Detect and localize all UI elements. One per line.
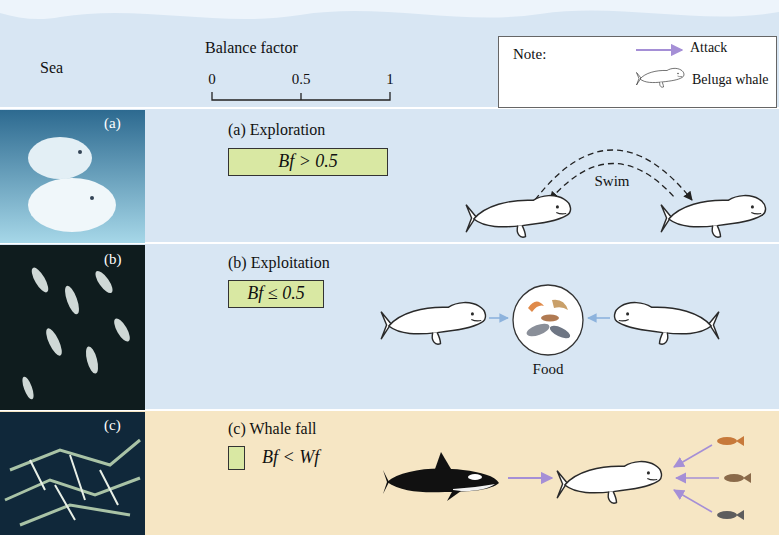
scale-number: 0 [208, 70, 216, 88]
phase-band: (a) Exploration Bf > 0.5 [0, 108, 779, 243]
photo-belugas [0, 110, 145, 243]
phase-band: (c) Whale fall Bf < Wf [0, 410, 779, 535]
scale-number: 1 [386, 70, 394, 88]
food-outline [512, 284, 584, 356]
condition-text: Bf > 0.5 [278, 151, 338, 173]
sea-surface [0, 0, 779, 19]
condition-swatch: Bf < Wf [228, 446, 245, 470]
action-label: Swim [594, 172, 629, 190]
region-label: Sea [40, 58, 63, 77]
band-separators [0, 108, 779, 410]
photo-whale-fall [0, 412, 145, 535]
photo-pod [0, 245, 145, 410]
photo-label: (b) [104, 250, 122, 268]
whale-fall-band [0, 410, 779, 535]
condition-box: Bf > 0.5 [228, 148, 388, 176]
scale-bracket [212, 92, 390, 100]
photo-label: (c) [104, 416, 121, 434]
node-label: Note: [513, 45, 546, 63]
food-circle: Food [512, 284, 584, 356]
swim-illustration [466, 150, 765, 237]
phase-title: (c) Whale fall [228, 419, 317, 438]
condition-text: Bf < Wf [262, 447, 319, 469]
whale-fall-illustration [383, 436, 751, 520]
phase-band: (b) ExploitationBf ≤ 0.5Food [0, 243, 779, 410]
node-label: Food [533, 360, 564, 378]
photo-label: (a) [104, 114, 121, 132]
scale-number: 0.5 [292, 70, 311, 88]
phase-title: (a) Exploration [228, 120, 325, 139]
phase-title: (b) Exploitation [228, 253, 330, 272]
condition-box: Bf ≤ 0.5 [228, 280, 324, 308]
condition-text: Bf ≤ 0.5 [247, 283, 304, 305]
scale-title: Balance factor [205, 38, 298, 57]
note-box: Note: [498, 36, 777, 108]
